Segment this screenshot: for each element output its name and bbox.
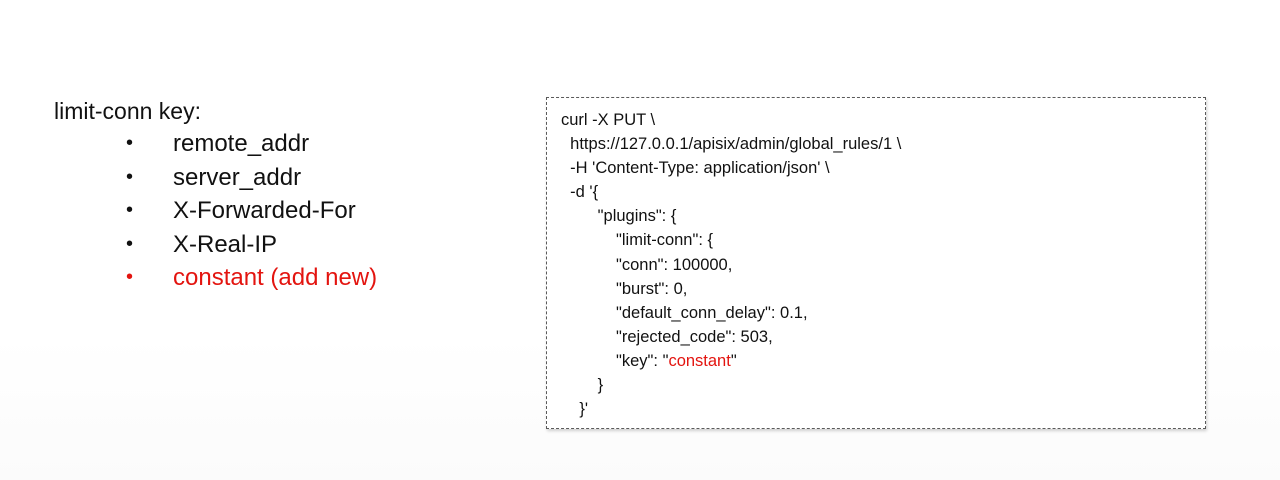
code-line: "limit-conn": { <box>561 231 714 250</box>
key-option-constant: • constant (add new) <box>120 261 377 295</box>
key-option-label: remote_addr <box>173 130 310 157</box>
code-line: "rejected_code": 503, <box>561 327 773 346</box>
bullet-icon: • <box>126 232 134 255</box>
code-line: "conn": 100000, <box>561 255 733 274</box>
code-line: curl -X PUT \ <box>561 111 656 129</box>
key-option-x-forwarded-for: • X-Forwarded-For <box>120 194 377 228</box>
code-line: https://127.0.0.1/apisix/admin/global_ru… <box>561 135 902 154</box>
key-suffix: " <box>730 351 737 370</box>
bullet-icon: • <box>126 132 134 154</box>
code-line: "burst": 0, <box>561 279 688 298</box>
bullet-icon: • <box>126 165 134 188</box>
code-line: -H 'Content-Type: application/json' \ <box>561 159 830 178</box>
code-line: "plugins": { <box>561 207 677 226</box>
code-line: } <box>561 376 604 395</box>
code-line: "default_conn_delay": 0.1, <box>561 303 808 322</box>
code-line: -d '{ <box>561 183 599 202</box>
key-option-label: X-Real-IP <box>173 230 278 258</box>
key-option-x-real-ip: • X-Real-IP <box>120 228 377 262</box>
key-option-label: server_addr <box>173 163 302 191</box>
key-prefix: "key": " <box>561 351 669 370</box>
limit-conn-key-heading: limit-conn key: <box>54 98 201 124</box>
key-option-remote-addr: • remote_addr <box>120 127 377 161</box>
code-snippet-box: curl -X PUT \ https://127.0.0.1/apisix/a… <box>546 97 1206 429</box>
bullet-icon: • <box>126 199 134 222</box>
code-line: }' <box>561 400 588 419</box>
bullet-icon: • <box>126 266 134 289</box>
curl-command-code: curl -X PUT \ https://127.0.0.1/apisix/a… <box>561 108 901 421</box>
key-options-list: • remote_addr • server_addr • X-Forwarde… <box>120 127 377 295</box>
code-line-key: "key": "constant" <box>561 349 901 373</box>
key-option-label: X-Forwarded-For <box>173 197 356 225</box>
key-value-highlight: constant <box>668 351 731 370</box>
key-option-label: constant (add new) <box>173 264 378 292</box>
key-option-server-addr: • server_addr <box>120 161 377 195</box>
